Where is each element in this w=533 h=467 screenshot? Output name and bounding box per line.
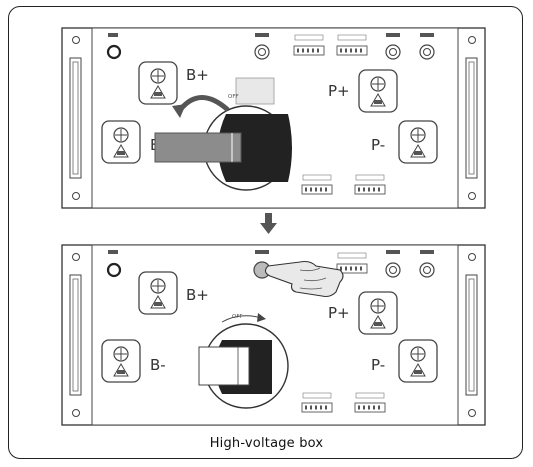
down-arrow-icon [260, 213, 277, 234]
terminal-label-p-plus: P+ [328, 304, 350, 322]
terminal-b-plus [138, 61, 178, 105]
terminal-label-p-plus: P+ [328, 82, 350, 100]
screw-icon [72, 409, 80, 417]
connector [354, 184, 386, 195]
rotary-switch-on: OFF [154, 77, 292, 191]
panel-bottom: B+ B- P+ P- OFF [61, 244, 486, 426]
connector [336, 45, 368, 56]
comm-port [385, 44, 401, 60]
terminal-p-plus [358, 291, 398, 335]
panel-top: B+ B- P+ P- OFF [61, 27, 486, 209]
terminal-b-plus [138, 271, 178, 315]
comm-port [419, 262, 435, 278]
indicator-light [106, 262, 122, 278]
switch-off-label: OFF [228, 94, 239, 100]
rail-left [69, 57, 82, 179]
comm-port [419, 44, 435, 60]
terminal-label-b-plus: B+ [186, 66, 209, 84]
terminal-label-b-plus: B+ [186, 286, 209, 304]
screw-icon [468, 253, 476, 261]
screw-icon [468, 192, 476, 200]
power-button [254, 44, 270, 60]
connector [354, 402, 386, 413]
screw-icon [72, 36, 80, 44]
terminal-p-plus [358, 69, 398, 113]
screw-icon [468, 36, 476, 44]
screw-icon [72, 253, 80, 261]
terminal-b-minus [101, 120, 141, 164]
figure-caption: High-voltage box [209, 436, 324, 451]
terminal-p-minus [398, 120, 438, 164]
terminal-label-p-minus: P- [371, 356, 385, 374]
comm-port [385, 262, 401, 278]
connector [301, 184, 333, 195]
screw-icon [72, 192, 80, 200]
connector [301, 402, 333, 413]
rail-right [465, 274, 478, 396]
screw-icon [468, 409, 476, 417]
terminal-p-minus [398, 339, 438, 383]
figure-frame [8, 6, 523, 459]
rail-left [69, 274, 82, 396]
hand-pointer-icon [264, 260, 344, 298]
rail-right [465, 57, 478, 179]
terminal-label-b-minus: B- [150, 356, 166, 374]
rotary-switch-off: OFF [198, 313, 289, 409]
indicator-light [106, 44, 122, 60]
terminal-b-minus [101, 339, 141, 383]
terminal-label-p-minus: P- [371, 136, 385, 154]
connector [293, 45, 325, 56]
switch-off-label: OFF [232, 314, 243, 320]
